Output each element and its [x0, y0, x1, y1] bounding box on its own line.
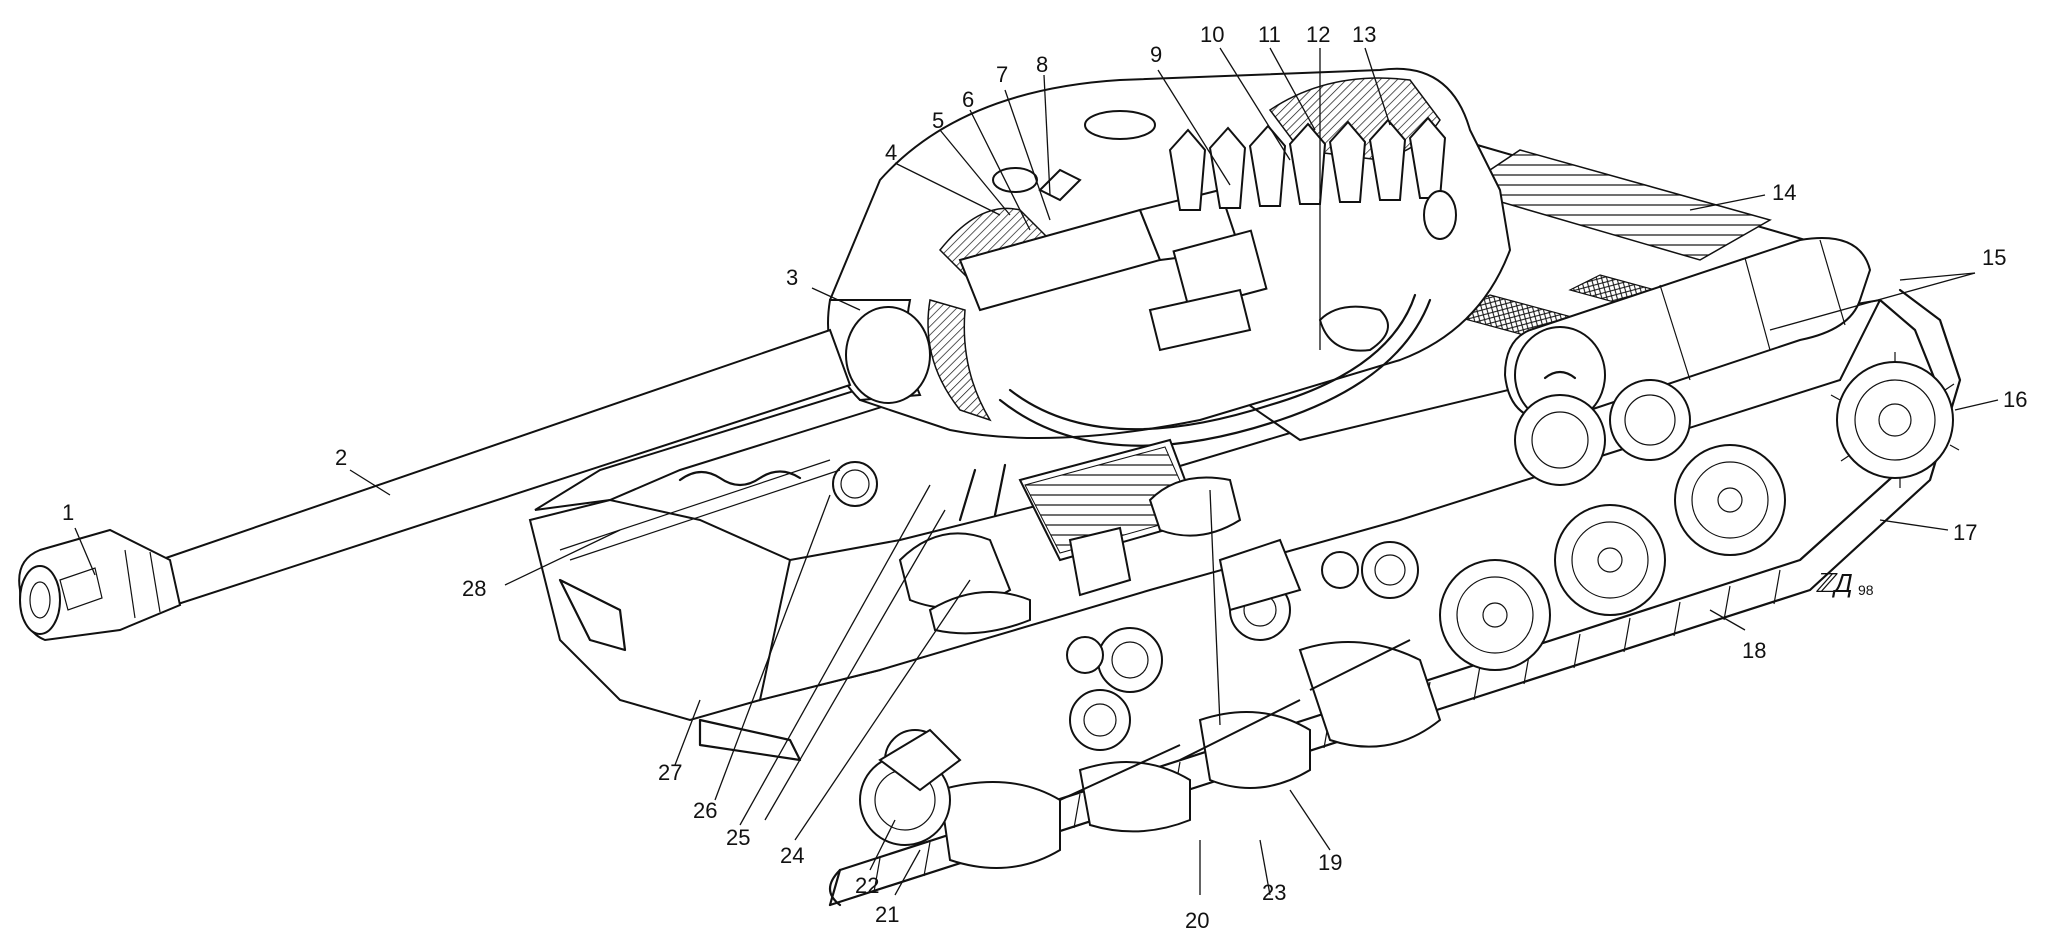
callout-12: 12	[1306, 22, 1330, 47]
callout-16: 16	[2003, 387, 2027, 412]
road-wheels	[859, 379, 1786, 869]
callout-20: 20	[1185, 908, 1209, 933]
signature-year: 98	[1858, 582, 1874, 598]
callout-4: 4	[885, 140, 897, 165]
callout-24: 24	[780, 843, 804, 868]
callout-17: 17	[1953, 520, 1977, 545]
callout-15: 15	[1982, 245, 2006, 270]
callout-28: 28	[462, 576, 486, 601]
callout-9: 9	[1150, 42, 1162, 67]
callout-25: 25	[726, 825, 750, 850]
callout-22: 22	[855, 873, 879, 898]
callout-13: 13	[1352, 22, 1376, 47]
callout-1: 1	[62, 500, 74, 525]
callout-6: 6	[962, 87, 974, 112]
callout-3: 3	[786, 265, 798, 290]
callout-18: 18	[1742, 638, 1766, 663]
leader-lines	[74, 47, 1999, 896]
callout-8: 8	[1036, 52, 1048, 77]
callout-14: 14	[1772, 180, 1796, 205]
callout-11: 11	[1258, 22, 1281, 47]
callout-19: 19	[1318, 850, 1342, 875]
callout-7: 7	[996, 62, 1008, 87]
gun	[18, 328, 852, 642]
callout-5: 5	[932, 108, 944, 133]
callout-numbers: 1 2 3 4 5 6 7 8 9 10 11 12 13 14 15 16 1…	[62, 22, 2027, 933]
callout-27: 27	[658, 760, 682, 785]
callout-26: 26	[693, 798, 717, 823]
callout-10: 10	[1200, 22, 1224, 47]
hull-interior	[898, 438, 1302, 635]
artist-signature: ℤД 98	[1815, 568, 1874, 598]
callout-21: 21	[875, 902, 899, 927]
callout-2: 2	[335, 445, 347, 470]
signature-mark: ℤД	[1815, 568, 1853, 598]
callout-23: 23	[1262, 880, 1286, 905]
turret	[827, 67, 1512, 447]
